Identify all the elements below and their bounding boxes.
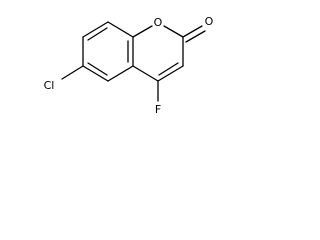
chlorine-label: Cl: [44, 79, 55, 92]
molecule-structure: O O Cl F: [44, 15, 214, 116]
bond-c2-carbonyl-o: [182, 25, 203, 38]
double-bond-c6-c5: [87, 62, 108, 76]
benzene-ring: [82, 21, 134, 82]
bond-c3-c4: [157, 65, 184, 82]
bond-c5-c4a: [107, 65, 134, 82]
double-bond-c3-c4: [158, 62, 179, 76]
double-bond-c8-c7: [87, 27, 108, 41]
double-bond-c2-carbonyl-o: [185, 30, 206, 43]
ring-oxygen-label: O: [154, 16, 163, 29]
bond-c8a-c8: [107, 21, 134, 38]
fluorine-label: F: [155, 103, 161, 116]
bond-c4-c4a: [132, 65, 159, 82]
bond-c8-c7: [82, 21, 109, 38]
bond-c6-c5: [82, 65, 109, 82]
carbonyl-oxygen-label: O: [205, 15, 214, 28]
pyranone-ring: [132, 25, 206, 82]
bond-c8a-o1: [132, 25, 153, 38]
bond-o1-c2: [163, 25, 184, 38]
bond-c6-cl: [61, 65, 84, 80]
